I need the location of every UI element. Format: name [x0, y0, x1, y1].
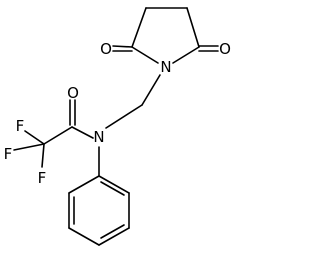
atom-o-amide: O	[67, 84, 79, 102]
bond-cf3-f-bottom	[41, 143, 45, 168]
atom-f-left: F	[4, 145, 13, 163]
atom-n-ring: N	[160, 58, 171, 76]
succinimide-ring	[112, 7, 219, 64]
atom-f-top: F	[16, 117, 25, 135]
bond-ch2-n-amide	[105, 104, 143, 129]
bond-ph-4-5	[68, 227, 100, 246]
bond-ph-1-2	[98, 175, 130, 194]
bond-n-amide-c-carbonyl	[71, 126, 94, 139]
atom-o-top-right: O	[219, 40, 231, 58]
bond-ph-inner-2	[100, 224, 125, 239]
bond-ph-6-1	[68, 175, 100, 194]
phenyl-ring	[68, 146, 130, 246]
bond-c-carbonyl-cf3	[43, 126, 73, 145]
atom-n-amide: N	[93, 128, 104, 146]
bond-c2-o-left-a	[112, 45, 133, 48]
bond-c5-n-ring	[172, 46, 200, 64]
bond-ph-inner-1	[100, 181, 125, 196]
bond-ph-3-4	[98, 227, 130, 246]
bond-c2-c3	[131, 7, 147, 48]
bond-cf3-f-top	[24, 130, 45, 145]
structure-diagram: N N O O O F F F	[4, 7, 231, 246]
bond-c4-c5	[186, 7, 200, 48]
bond-c2-n-ring	[131, 46, 159, 64]
atom-o-top-left: O	[100, 40, 112, 58]
atom-f-bottom: F	[38, 169, 47, 187]
bond-n-ring-ch2	[141, 74, 161, 106]
trifluoroacetamide	[13, 99, 94, 168]
bond-cf3-f-left	[13, 143, 45, 151]
